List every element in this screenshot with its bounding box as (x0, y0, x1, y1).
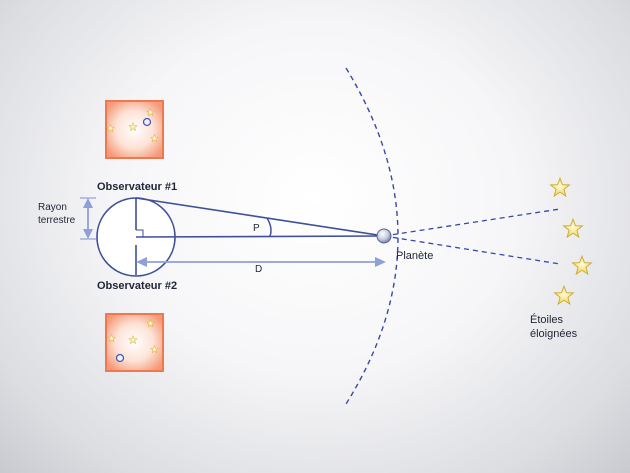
angle-p-label: P (253, 223, 260, 234)
sightline-upper-dashed (383, 208, 561, 237)
sightline-lower-dashed (383, 235, 561, 265)
distant-star-icon (554, 285, 574, 305)
earth-radius-label-line1: Rayon (38, 202, 67, 213)
sky-view-panel-top (105, 100, 164, 159)
sky-view-panel-bottom (105, 313, 164, 372)
distance-d-label: D (255, 264, 262, 275)
planet-dot-icon (142, 117, 152, 127)
distant-star-icon (563, 218, 583, 238)
earth-radius-label-line2: terrestre (38, 215, 76, 226)
planet-icon (376, 228, 392, 244)
observer1-label: Observateur #1 (97, 181, 177, 193)
observer2-label: Observateur #2 (97, 280, 177, 292)
arrowhead-right-icon (375, 257, 386, 267)
sightline-observer1 (135, 197, 385, 237)
distant-star-icon (572, 255, 592, 275)
planet-dot-icon (115, 353, 125, 363)
planet-label: Planète (396, 250, 433, 262)
arrowhead-left-icon (136, 257, 147, 267)
distant-stars-label-line1: Étoiles (530, 313, 564, 326)
distant-stars-label-line2: éloignées (530, 328, 578, 340)
center-line (135, 235, 385, 238)
arrowhead-up-icon (83, 198, 93, 208)
distant-star-icon (550, 177, 570, 197)
angle-p-arc (266, 217, 272, 237)
arrowhead-down-icon (83, 229, 93, 239)
right-angle-marker (136, 229, 144, 237)
